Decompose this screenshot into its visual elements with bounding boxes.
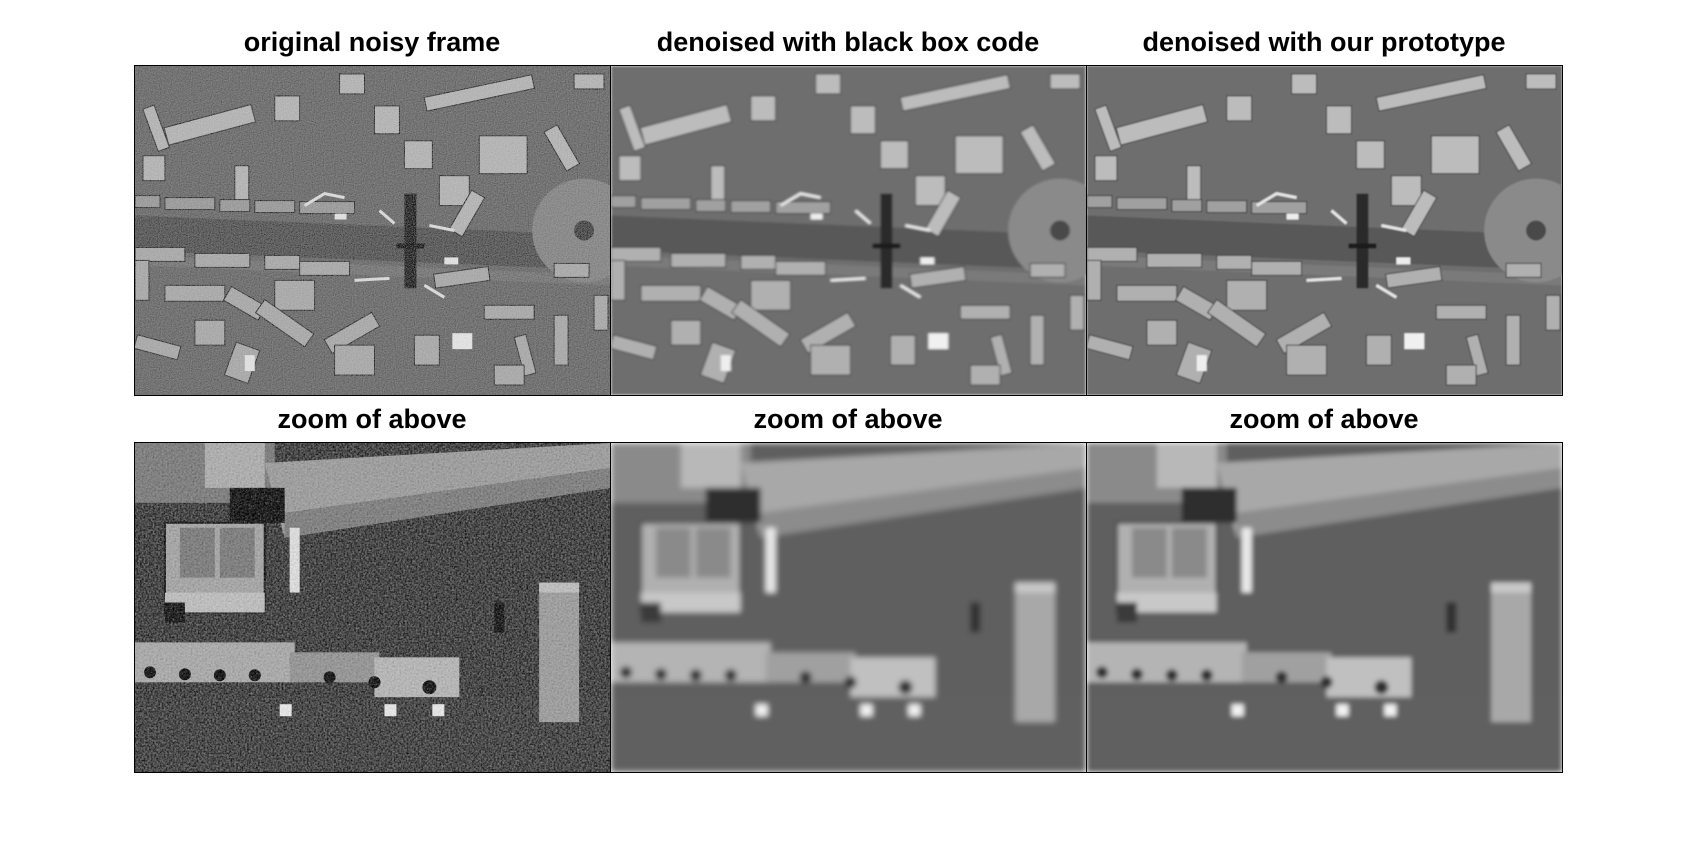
aerial-scene-blackbox: [611, 66, 1086, 395]
aerial-scene-prototype: [1087, 66, 1562, 395]
panel-title-zoom-blackbox: zoom of above: [753, 404, 943, 434]
image-zoom-black-box: [610, 442, 1087, 773]
panel-title-prototype: denoised with our prototype: [1142, 27, 1506, 57]
image-zoom-original: [134, 442, 611, 773]
zoom-scene-prototype: [1087, 443, 1562, 772]
image-denoised-black-box: [610, 65, 1087, 396]
image-denoised-prototype: [1086, 65, 1563, 396]
panel-title-blackbox: denoised with black box code: [656, 27, 1040, 57]
panel-title-original: original noisy frame: [243, 27, 501, 57]
image-original-noisy-frame: [134, 65, 611, 396]
zoom-scene-blackbox: [611, 443, 1086, 772]
aerial-scene-noisy: [135, 66, 610, 395]
image-zoom-prototype: [1086, 442, 1563, 773]
panel-title-zoom-prototype: zoom of above: [1229, 404, 1419, 434]
zoom-scene-noisy: [135, 443, 610, 772]
panel-title-zoom-original: zoom of above: [277, 404, 467, 434]
